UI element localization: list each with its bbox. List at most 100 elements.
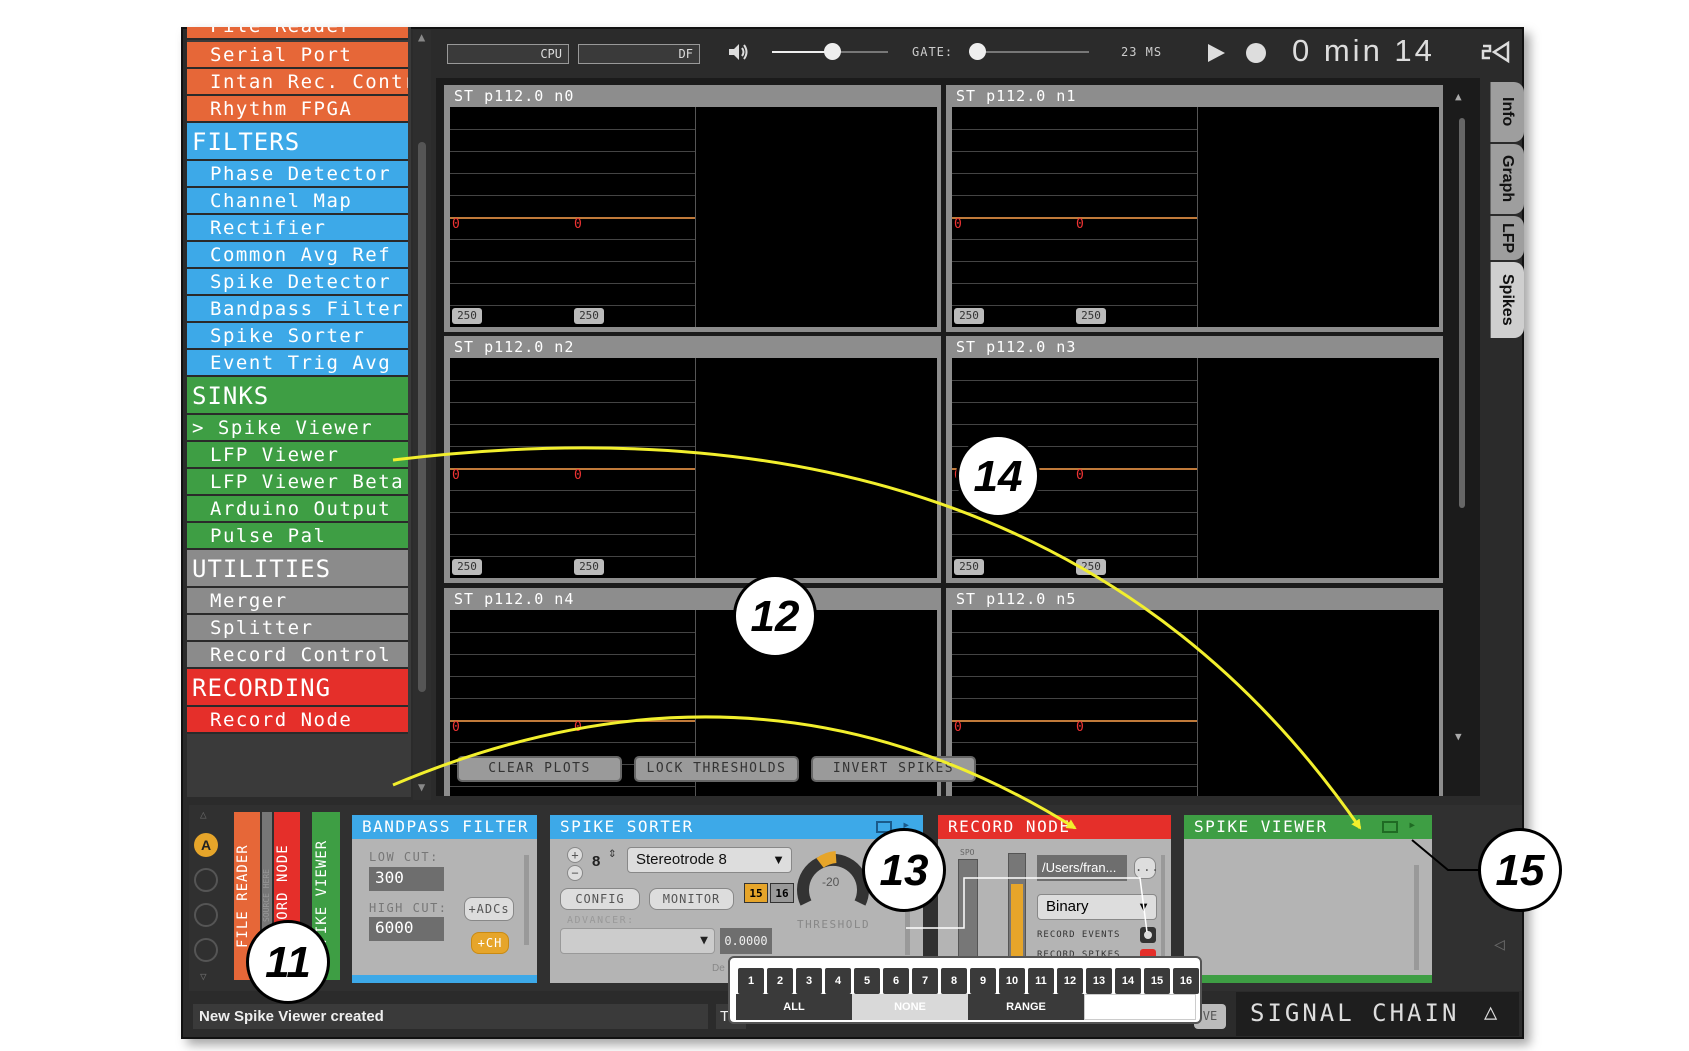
high-cut-input[interactable]: 6000 <box>369 917 444 941</box>
processor-arduino-output[interactable]: Arduino Output <box>187 496 408 523</box>
range-button[interactable]: 250 <box>574 559 604 575</box>
chain-tab-c[interactable] <box>194 903 218 927</box>
record-icon[interactable] <box>1245 42 1267 64</box>
volume-slider[interactable] <box>772 43 888 60</box>
range-button[interactable]: 250 <box>574 308 604 324</box>
viewer-scroll-down-icon[interactable]: ▼ <box>1455 730 1462 743</box>
select-range-button[interactable]: RANGE <box>968 994 1084 1020</box>
electrode-type-select[interactable]: Stereotrode 8 ▼ <box>627 847 792 873</box>
lock-thresholds-button[interactable]: LOCK THRESHOLDS <box>634 756 799 782</box>
signal-chain-expand-icon[interactable]: △ <box>1484 1000 1498 1025</box>
processor-record-node[interactable]: Record Node <box>187 707 408 734</box>
category-utilities[interactable]: UTILITIES <box>187 550 408 588</box>
processor-lfp-viewer[interactable]: LFP Viewer <box>187 442 408 469</box>
chain-tab-d[interactable] <box>194 938 218 962</box>
category-filters[interactable]: FILTERS <box>187 123 408 161</box>
electrode-stepper-icon[interactable]: ⇕ <box>608 845 617 861</box>
processor-bandpass-filter[interactable]: Bandpass Filter <box>187 296 408 323</box>
play-icon[interactable] <box>1205 42 1227 64</box>
scroll-thumb[interactable] <box>418 142 426 692</box>
clear-plots-button[interactable]: CLEAR PLOTS <box>457 756 622 782</box>
config-button[interactable]: CONFIG <box>560 888 640 910</box>
processor-phase-detector[interactable]: Phase Detector <box>187 161 408 188</box>
processor-event-trig-avg[interactable]: Event Trig Avg <box>187 350 408 377</box>
tab-graph[interactable]: Graph <box>1490 144 1524 214</box>
scroll-down-arrow-icon[interactable]: ▼ <box>418 780 426 794</box>
range-input[interactable] <box>1084 994 1196 1020</box>
category-recording[interactable]: RECORDING <box>187 669 408 707</box>
chain-tab-a[interactable]: A <box>194 833 218 857</box>
select-none-button[interactable]: NONE <box>852 994 968 1020</box>
processor-serial-port[interactable]: Serial Port <box>187 42 408 69</box>
monitor-button[interactable]: MONITOR <box>649 888 734 910</box>
add-adcs-button[interactable]: +ADCs <box>464 897 514 921</box>
tab-lfp[interactable]: LFP <box>1490 216 1524 260</box>
record-events-checkbox[interactable] <box>1140 927 1156 943</box>
record-channel-bar[interactable] <box>1161 855 1165 965</box>
range-button[interactable]: 250 <box>1076 559 1106 575</box>
select-all-button[interactable]: ALL <box>736 994 852 1020</box>
processor-merger[interactable]: Merger <box>187 588 408 615</box>
processor-list-scrollbar[interactable]: ▲ ▼ <box>413 30 431 800</box>
advancer-select[interactable]: ▼ <box>560 928 715 954</box>
browse-directory-button[interactable]: ... <box>1134 857 1159 879</box>
viewer-scroll-up-icon[interactable]: ▲ <box>1455 90 1462 103</box>
add-electrode-button[interactable]: + <box>567 847 583 863</box>
volume-knob[interactable] <box>824 43 842 60</box>
channel-button[interactable]: 9 <box>970 968 996 994</box>
threshold-line[interactable] <box>952 217 1197 219</box>
scroll-up-arrow-icon[interactable]: ▲ <box>418 30 426 44</box>
threshold-line[interactable] <box>450 720 695 722</box>
channel-button[interactable]: 2 <box>767 968 793 994</box>
threshold-line[interactable] <box>952 468 1197 470</box>
speaker-icon[interactable] <box>726 40 750 64</box>
processor-splitter[interactable]: Splitter <box>187 615 408 642</box>
add-ch-button[interactable]: +CH <box>471 932 509 954</box>
chain-tab-b[interactable] <box>194 868 218 892</box>
channel-button[interactable]: 10 <box>999 968 1025 994</box>
channel-button[interactable]: 14 <box>1115 968 1141 994</box>
gate-slider[interactable] <box>969 43 1089 60</box>
tab-spikes[interactable]: Spikes <box>1490 262 1524 338</box>
processor-spike-detector[interactable]: Spike Detector <box>187 269 408 296</box>
processor-rectifier[interactable]: Rectifier <box>187 215 408 242</box>
expand-arrow-icon[interactable]: ▸ <box>902 817 911 833</box>
channel-button[interactable]: 3 <box>796 968 822 994</box>
channel-button[interactable]: 15 <box>1144 968 1170 994</box>
range-button[interactable]: 250 <box>452 308 482 324</box>
threshold-knob[interactable] <box>796 849 870 913</box>
category-sinks[interactable]: SINKS <box>187 377 408 415</box>
chain-down-arrow-icon[interactable]: ▽ <box>200 970 207 983</box>
low-cut-input[interactable]: 300 <box>369 867 444 891</box>
open-window-icon[interactable] <box>1382 821 1398 833</box>
threshold-line[interactable] <box>952 720 1197 722</box>
channel-button[interactable]: 16 <box>1173 968 1199 994</box>
processor-spike-viewer[interactable]: > Spike Viewer <box>187 415 408 442</box>
channel-button[interactable]: 1 <box>738 968 764 994</box>
directory-field[interactable]: /Users/fran... <box>1037 855 1127 881</box>
tab-info[interactable]: Info <box>1490 82 1524 142</box>
tab-open-arrow-icon[interactable]: ▸ <box>1408 817 1417 833</box>
chain-up-arrow-icon[interactable]: △ <box>200 808 207 821</box>
clock-display[interactable]: 0 min 14 <box>1292 33 1435 68</box>
processor-record-control[interactable]: Record Control <box>187 642 408 669</box>
channel-button[interactable]: 11 <box>1028 968 1054 994</box>
viewer-scroll-thumb[interactable] <box>1459 118 1465 508</box>
viewer-channel-bar[interactable] <box>1414 865 1419 970</box>
channel-button[interactable]: 8 <box>941 968 967 994</box>
range-button[interactable]: 250 <box>954 308 984 324</box>
channel-button[interactable]: 4 <box>825 968 851 994</box>
processor-channel-map[interactable]: Channel Map <box>187 188 408 215</box>
channel-button[interactable]: 12 <box>1057 968 1083 994</box>
threshold-line[interactable] <box>450 468 695 470</box>
advancer-value[interactable]: 0.0000 <box>720 928 772 954</box>
invert-spikes-button[interactable]: INVERT SPIKES <box>811 756 976 782</box>
viewer-scrollbar[interactable]: ▲ ▼ <box>1455 90 1469 748</box>
